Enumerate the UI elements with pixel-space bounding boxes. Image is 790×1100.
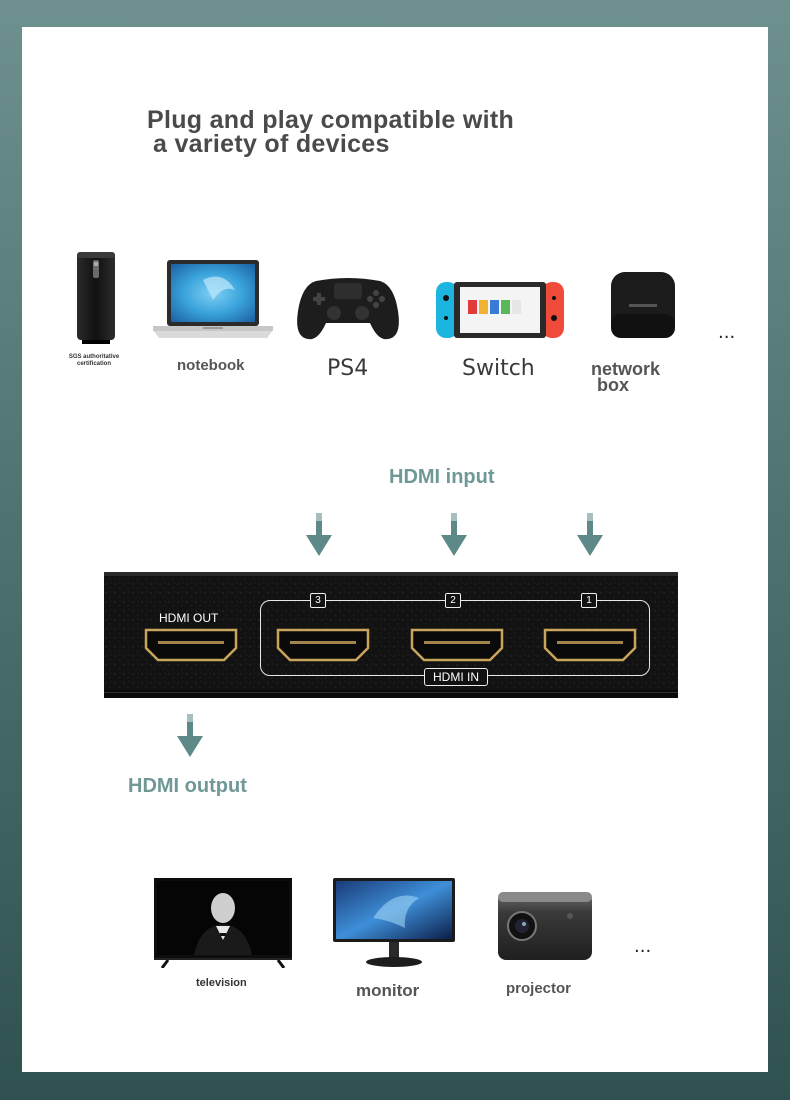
monitor-icon — [333, 878, 455, 967]
down-arrow-icon — [441, 513, 467, 556]
port-number-3: 3 — [310, 593, 326, 608]
hdmi-out-port — [144, 628, 238, 662]
device-label-notebook: notebook — [177, 357, 245, 374]
more-outputs-ellipsis: ... — [634, 936, 652, 957]
device-label-television: television — [196, 977, 247, 989]
device-label-switch: Switch — [462, 356, 535, 381]
down-arrow-icon — [306, 513, 332, 556]
hdmi-out-port-label: HDMI OUT — [159, 611, 219, 625]
mini-pc-icon — [77, 252, 115, 344]
device-label-projector: projector — [506, 980, 572, 997]
hdmi-in-port-label: HDMI IN — [424, 668, 488, 686]
page-title: Plug and play compatible with a variety … — [147, 106, 515, 158]
more-inputs-ellipsis: ... — [718, 322, 736, 343]
device-label-network-box: network box — [591, 359, 661, 395]
port-number-1: 1 — [581, 593, 597, 608]
projector-icon — [498, 892, 592, 960]
nintendo-switch-icon — [436, 282, 564, 338]
down-arrow-icon — [177, 714, 203, 757]
port-number-2: 2 — [445, 593, 461, 608]
hdmi-output-label: HDMI output — [128, 775, 247, 797]
device-label-mini-pc: SGS authoritative certification — [68, 354, 120, 367]
hdmi-in-port-1 — [543, 628, 637, 662]
tv-icon — [154, 878, 292, 968]
hdmi-switch-device: HDMI OUT 3 2 1 HDMI IN — [104, 572, 678, 698]
hdmi-input-label: HDMI input — [389, 466, 495, 488]
laptop-icon — [153, 260, 273, 338]
down-arrow-icon — [577, 513, 603, 556]
device-label-monitor: monitor — [356, 981, 420, 1000]
device-label-ps4: PS4 — [327, 356, 369, 381]
gamepad-icon — [297, 278, 399, 340]
hdmi-in-port-3 — [276, 628, 370, 662]
hdmi-in-port-2 — [410, 628, 504, 662]
network-box-icon — [611, 272, 675, 338]
